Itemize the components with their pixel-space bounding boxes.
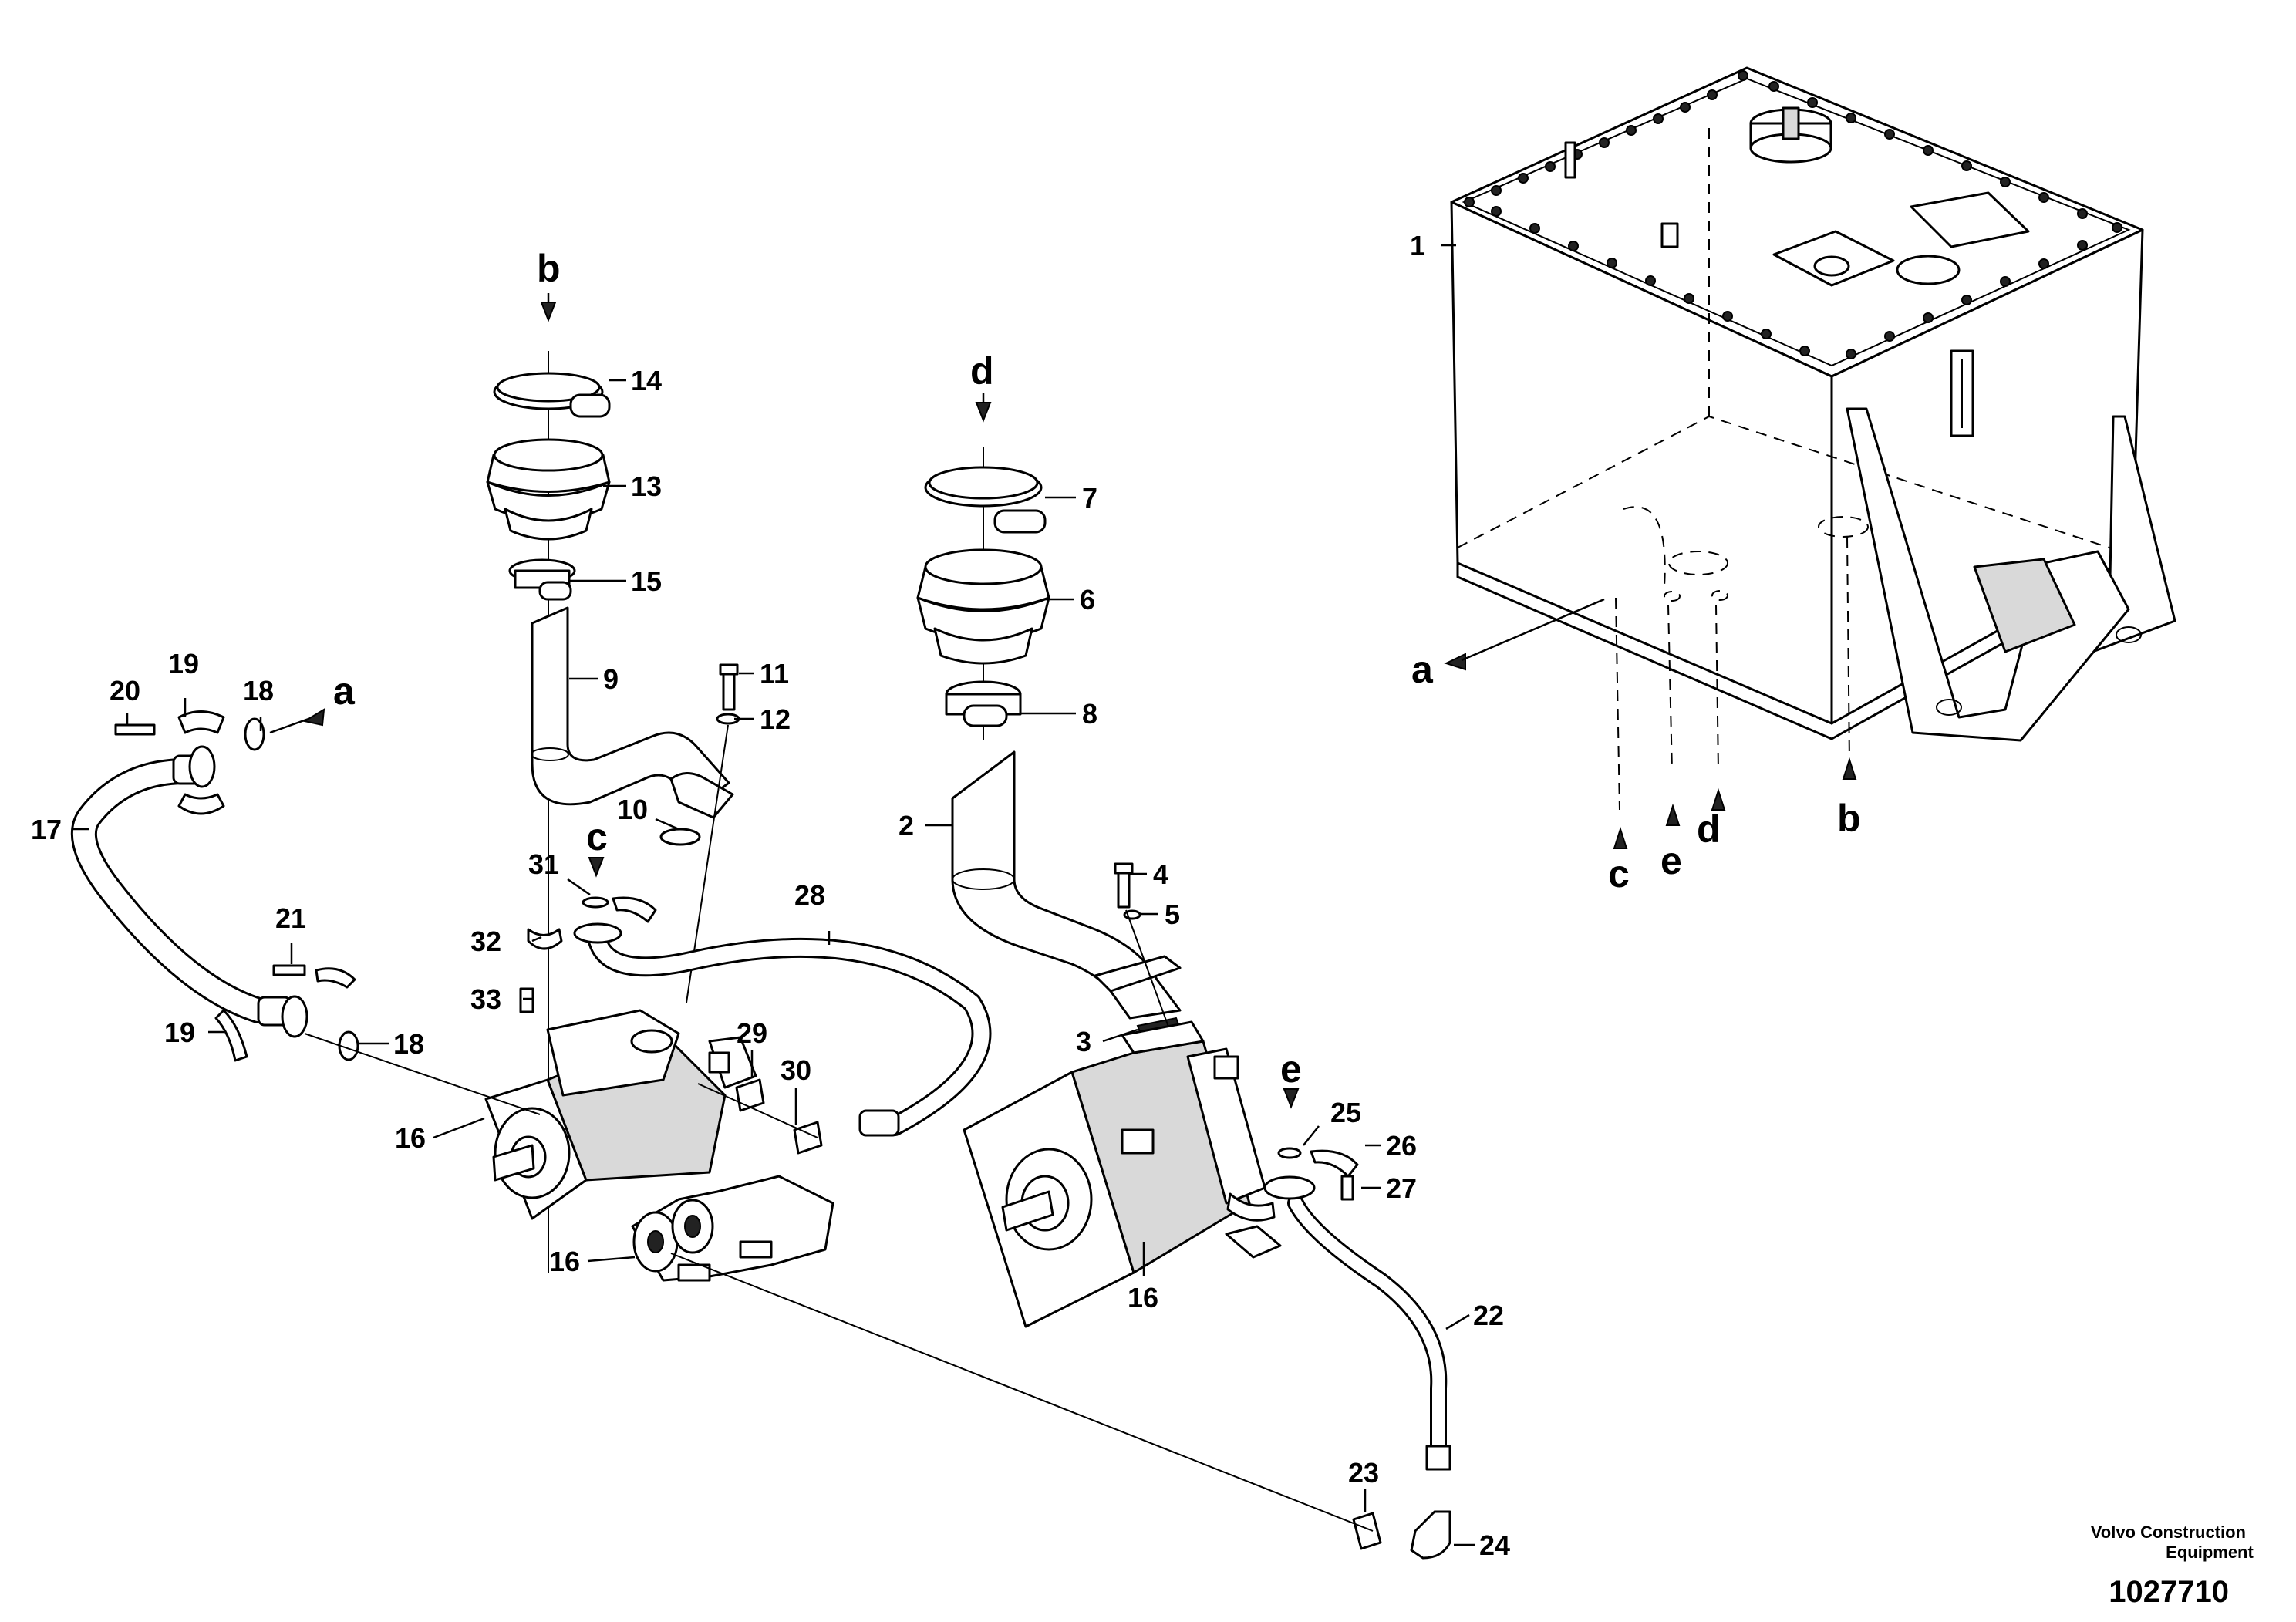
label-part-22: 22 [1473,1300,1504,1331]
label-part-29: 29 [737,1017,767,1049]
label-part-10: 10 [617,794,648,825]
port-b-top: b [537,247,561,290]
port-b-tank: b [1837,797,1861,840]
drawing-footer: Volvo Construction Equipment 1027710 [2091,1523,2254,1609]
label-part-16-right: 16 [1128,1282,1158,1313]
label-part-25: 25 [1330,1097,1361,1128]
part-number-labels: 1 2 3 4 5 6 7 8 9 10 11 12 13 14 15 16 1… [31,230,1510,1561]
port-e-pump: e [1280,1047,1302,1091]
label-part-13: 13 [631,470,662,502]
port-c-tank: c [1608,852,1630,895]
label-part-1: 1 [1410,230,1425,261]
port-e-tank: e [1660,839,1682,882]
label-part-16-front: 16 [549,1246,580,1277]
pump-gear [631,1175,834,1282]
port-c-pump: c [586,815,608,858]
label-part-5: 5 [1165,899,1180,930]
port-d-top: d [970,349,994,393]
label-part-27: 27 [1386,1172,1417,1204]
label-part-14: 14 [631,365,662,396]
label-part-32: 32 [470,926,501,957]
label-part-23: 23 [1348,1457,1379,1489]
label-part-26: 26 [1386,1130,1417,1162]
hose-22-assembly [670,1147,1451,1560]
label-part-16-left: 16 [395,1122,426,1154]
brand-line-2: Equipment [2166,1543,2254,1562]
label-part-4: 4 [1153,858,1168,890]
pump-middle [484,1009,757,1220]
hose-17-assembly [70,710,541,1115]
label-part-33: 33 [470,983,501,1015]
label-part-11: 11 [760,658,789,690]
label-part-21: 21 [275,902,306,934]
lid-bolt-row [1464,70,2122,359]
pump-right [963,1020,1282,1328]
hydraulic-tank [1450,66,2176,811]
label-part-9: 9 [603,663,619,695]
label-part-28: 28 [794,879,825,911]
port-d-tank: d [1697,808,1721,851]
label-part-6: 6 [1080,584,1095,615]
port-a-tank: a [1411,648,1434,691]
label-part-3: 3 [1076,1026,1091,1057]
label-part-12: 12 [760,703,791,735]
label-part-20: 20 [110,675,140,706]
port-a-left: a [333,669,356,713]
label-part-19-top: 19 [168,648,199,679]
label-part-18-bottom: 18 [393,1028,424,1060]
brand-line-1: Volvo Construction [2091,1523,2246,1542]
label-part-8: 8 [1082,698,1097,730]
leader-lines [72,244,1475,1546]
port-letter-labels: b d c e a a c e d b [333,247,1861,1091]
hose-28-assembly [519,896,992,1155]
label-part-2: 2 [899,810,914,841]
label-part-17: 17 [31,814,62,845]
drawing-number: 1027710 [2109,1575,2229,1609]
label-part-18-top: 18 [243,675,274,706]
flow-arrows [269,293,1857,1109]
label-part-15: 15 [631,565,662,597]
label-part-31: 31 [528,848,559,880]
suction-line-b [486,351,734,1273]
suction-line-d [916,447,1188,1081]
label-part-24: 24 [1479,1529,1510,1561]
label-part-19-bottom: 19 [164,1017,195,1048]
label-part-30: 30 [781,1054,811,1086]
label-part-7: 7 [1082,482,1097,514]
